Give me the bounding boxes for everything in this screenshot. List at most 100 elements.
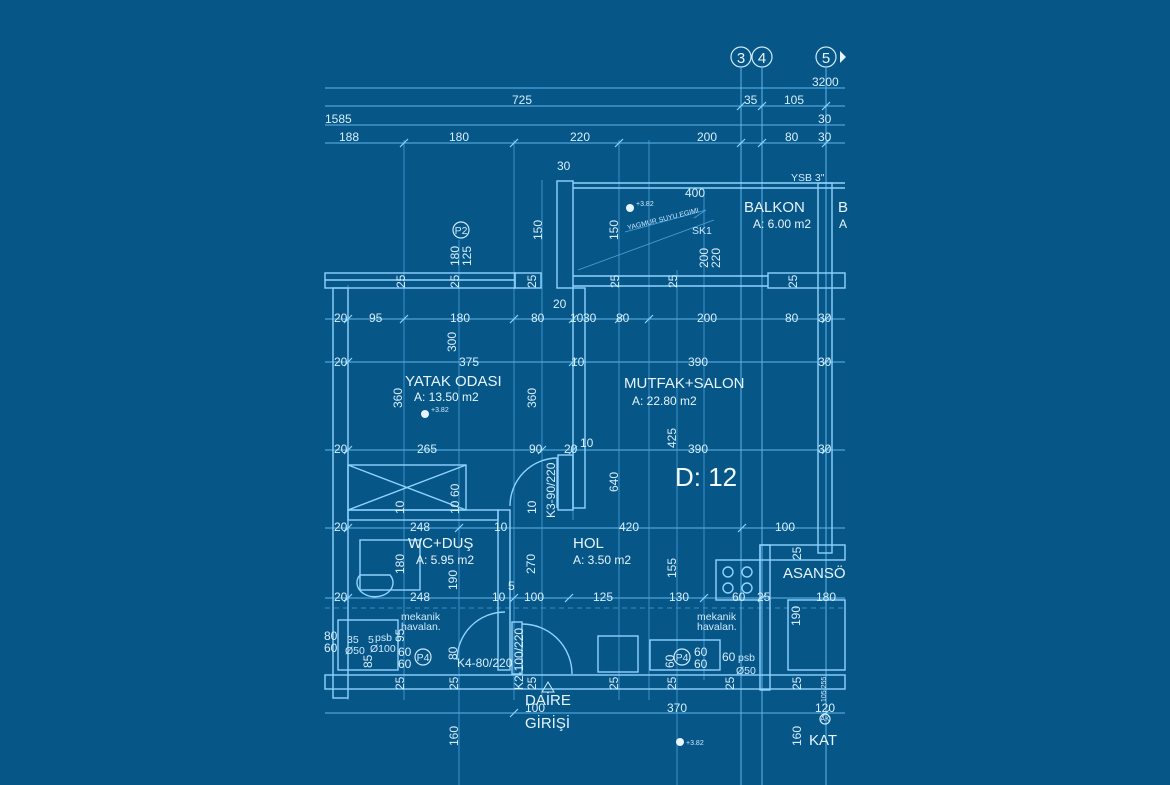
dim-elev-180: 180 [816,590,836,604]
dim-r3-b: 300 [445,332,459,352]
dim-r7-f: 130 [669,590,689,604]
dim-125-r1: 125 [460,246,474,266]
dim-220-balcony: 220 [709,248,723,268]
dim-r2-8: 80 [785,311,799,325]
mech-left-95: 95 [393,628,407,642]
bedroom-level-icon [421,410,429,418]
dim-r3-c: 375 [459,355,479,369]
elevator-name: ASANSÖ [783,564,846,582]
dim-180-r1: 180 [448,246,462,266]
door-k4: K4-80/220 [457,656,513,670]
walls [324,180,846,699]
dim-r8-d: 25 [607,676,621,690]
door-k2: K2-100/220 [512,628,526,690]
dim-200-top: 200 [697,130,717,144]
bottom-level-icon [676,738,684,746]
mech-left-p4: P4 [417,652,430,664]
bedroom-area: A: 13.50 m2 [414,390,479,404]
dim-360-a: 360 [391,388,405,408]
dim-r3-f: 30 [818,355,832,369]
dim-220-top: 220 [570,130,590,144]
slope-note: YAGMUR SUYU EGIMI [627,207,700,232]
dim-160-a: 160 [447,726,461,746]
dim-r7-b: 248 [410,590,430,604]
mech-left-l1: mekanik [401,611,441,623]
dim-r4-h: 30 [818,442,832,456]
mech-right-60d: 60 [722,650,736,664]
mech-left-80: 80 [324,629,338,643]
dim-r2-0: 20 [334,311,348,325]
entrance-l1: DAİRE [525,691,571,709]
dim-188: 188 [339,130,359,144]
mech-right-l1: mekanik [697,611,737,623]
mech-right-d50: Ø50 [736,665,756,677]
p2-label: P2 [455,225,468,237]
dim-r6-d: 420 [619,520,639,534]
wc-shower: WC+DUŞ A: 5.95 m2 180 190 [393,535,474,590]
kitchen-name: MUTFAK+SALON [624,375,744,392]
dim-25-r1e: 25 [666,274,680,288]
bedroom: YATAK ODASI A: 13.50 m2 +3.82 360 360 [391,373,539,418]
row8-dimensions: 25 25 25 25 25 25 25 [393,676,804,690]
dim-150-b: 150 [607,220,621,240]
axis-markers: 3 4 5 [730,46,846,68]
dim-150-a: 150 [531,220,545,240]
row6-dimensions: 20 248 10 420 100 [334,520,795,534]
mech-left-5: 5 [368,634,374,646]
mech-left-d100: Ø100 [370,643,396,655]
mech-right-psb: psb [738,652,755,664]
bedroom-name: YATAK ODASI [405,373,502,390]
dim-r4-g: 390 [688,442,708,456]
mech-left-60c: 60 [398,657,412,671]
dim-25-r1f: 25 [786,274,800,288]
mech-right: mekanik havalan. P4 60 60 60 psb Ø50 60 [663,611,756,677]
dim-r4-d: 20 [564,442,578,456]
door-k3: K3-90/220 [544,462,558,518]
dim-hall-155: 155 [665,558,679,578]
bottom-level: +3.82 [686,740,704,747]
entrance-l2: GİRİŞİ [525,714,570,732]
balcony-name: BALKON [744,199,805,216]
dim-35: 35 [744,93,758,107]
dim-r6-e: 100 [775,520,795,534]
dim-105: 105 [784,93,804,107]
dim-r6-a: 20 [334,520,348,534]
dim-r3-d: 10 [571,355,585,369]
dim-30-balcony: 30 [557,159,571,173]
dim-r4-a: 20 [334,442,348,456]
dim-r8-f: 25 [723,676,737,690]
axis-4: 4 [758,50,766,67]
mech-right-60c: 60 [694,657,708,671]
axis-5: 5 [822,50,830,67]
dim-r7-g: 60 [732,590,746,604]
dim-r5-a: 10 [393,500,407,514]
dim-25-r1d: 25 [608,274,622,288]
mech-left-60: 60 [324,641,338,655]
mech-left-35: 35 [347,634,359,646]
dim-r5-d: 10 [525,500,539,514]
dim-r6-c: 10 [494,520,508,534]
dim-1585: 1585 [325,112,352,126]
dim-25-r1a: 25 [394,274,408,288]
balcony-extra: B [838,199,848,216]
hall-area: A: 3.50 m2 [573,553,631,567]
mech-left-d50: Ø50 [345,645,365,657]
dim-400: 400 [685,186,705,200]
row5-dimensions: 10 10 60 10 640 [393,472,621,514]
dim-30-b: 30 [818,130,832,144]
dim-r2-6: 80 [616,311,630,325]
dim-r2-4: 10 [570,311,584,325]
row1-dimensions: 25 180 125 25 25 25 25 25 20 [394,246,800,311]
dim-360-b: 360 [525,388,539,408]
elevator: ASANSÖ 25 180 190 [783,546,846,626]
dim-r4-c: 90 [529,442,543,456]
dim-r2-1: 95 [369,311,383,325]
dim-r7-e: 125 [593,590,613,604]
mech-left-l2: havalan. [401,621,441,633]
dim-25-r1b: 25 [448,274,462,288]
dim-elev-25: 25 [790,546,804,560]
dim-r7-h: 25 [757,590,771,604]
dim-r3-a: 20 [334,355,348,369]
mech-right-l2: havalan. [697,621,737,633]
